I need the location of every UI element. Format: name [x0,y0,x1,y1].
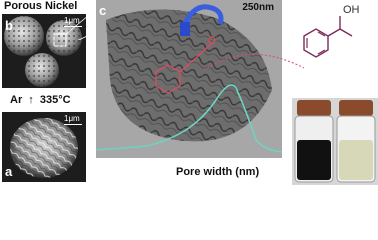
scale-label-a: 1μm [64,114,80,123]
blue-arc-icon [181,4,224,28]
vial-dark-liquid [297,140,331,180]
flower-like-precursor [10,118,78,178]
tem-texture [96,0,282,158]
porous-nickel-title: Porous Nickel [4,0,78,12]
panel-label-c: c [99,3,107,18]
hydroxyl-label: OH [343,4,360,16]
tem-image-c: c 250nm 10 100 [96,0,282,158]
connector-dotted [203,54,305,71]
vials [292,98,378,185]
benzene-ring-sketch [155,64,181,94]
porous-nickel-spheres [4,16,82,87]
vial-cap-right [339,100,373,116]
blue-block-icon [180,22,190,36]
vial-clear-liquid [339,140,373,180]
scale-label-c: 250nm [242,2,274,13]
sem-image-b: b 1μm [2,14,86,88]
panel-label-b: b [5,18,13,33]
vials-photo [292,98,378,185]
sem-image-a: a 1μm [2,112,86,182]
scalebar-b [64,26,82,27]
pore-distribution-curve [96,84,282,153]
zoom-lines [65,5,101,40]
x-axis-label: Pore width (nm) [176,166,260,178]
process-temperature: 335°C [39,94,71,106]
process-arrow: ↑ [28,94,34,106]
phenylethanol-structure [303,16,353,58]
scalebar-a [64,124,82,125]
product-molecule [286,0,378,78]
process-condition: Ar ↑ 335°C [10,94,71,106]
scale-label-b: 1μm [64,16,80,25]
panel-label-a: a [5,164,13,179]
process-gas: Ar [10,94,23,106]
vial-cap-left [297,100,331,116]
